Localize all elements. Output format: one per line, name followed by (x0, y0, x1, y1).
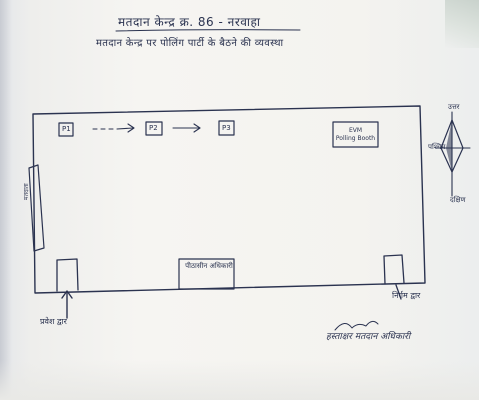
officer-desk-box (178, 258, 235, 290)
compass-south-label: दक्षिण (450, 196, 466, 204)
flow-arrow-2-head (193, 123, 201, 133)
evm-label-line1: EVM (348, 127, 363, 134)
entrance-doorway (56, 258, 79, 292)
exit-label: निर्गम द्वार (392, 291, 421, 300)
entrance-label: प्रवेश द्वार (40, 317, 67, 326)
exit-doorway (383, 254, 405, 285)
booth-label-p3: P3 (222, 124, 231, 132)
entrance-arrow-head (61, 290, 73, 299)
booth-label-p2: P2 (149, 124, 158, 132)
paper-fold (445, 0, 479, 48)
compass-west-label: पश्चिम (428, 143, 446, 151)
booth-box-p2 (145, 121, 163, 136)
exit-arrow (395, 284, 402, 300)
evm-label-line2: Polling Booth (335, 135, 376, 142)
flow-arrow-1-head (127, 123, 135, 133)
booth-box-p1 (58, 122, 74, 137)
heading-polling-station: मतदान केन्द्र क्र. 86 - नरवाहा (118, 15, 261, 29)
evm-box (332, 121, 379, 148)
paper-edge-shadow (0, 0, 12, 400)
side-table-label: मतदाता (23, 183, 30, 200)
compass-north-label: उत्तर (448, 103, 460, 111)
flow-arrow-1 (92, 127, 134, 130)
evm-label: EVM Polling Booth (333, 127, 378, 143)
booth-box-p3 (218, 120, 235, 136)
officer-desk-label: पीठासीन अधिकारी (185, 262, 233, 270)
side-table-box (28, 164, 45, 252)
heading-seating-arrangement: मतदान केन्द्र पर पोलिंग पार्टी के बैठने … (96, 38, 284, 49)
title-underline (115, 29, 301, 32)
paper-bottom-shade (0, 360, 479, 400)
signature-label: हस्ताक्षर मतदान अधिकारी (326, 332, 411, 342)
room-outline (32, 105, 426, 294)
compass-shade (446, 120, 452, 172)
signature-scribble (334, 320, 379, 331)
booth-label-p1: P1 (62, 125, 71, 133)
